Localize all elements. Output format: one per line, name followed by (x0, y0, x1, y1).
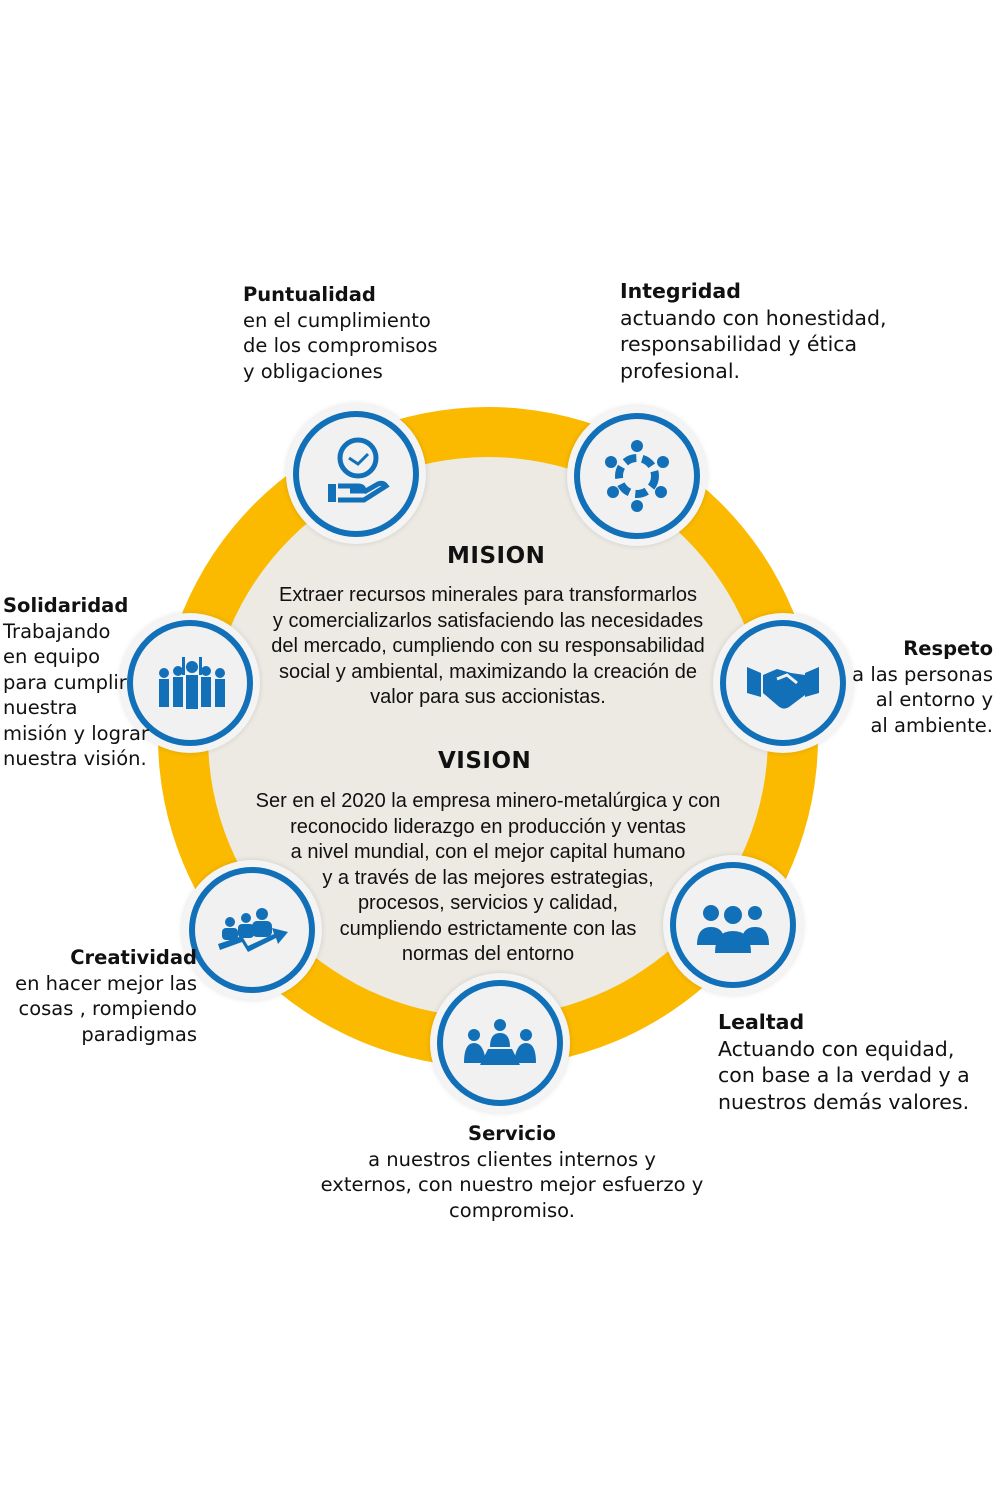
value-line: paradigmas (81, 1022, 197, 1046)
vision-line: cumpliendo estrictamente con las (339, 917, 637, 940)
vision-line: a nivel mundial, con el mejor capital hu… (290, 841, 686, 863)
respeto-label: Respeto a las personas al entorno y al a… (852, 636, 993, 738)
servicio-label: Servicio a nuestros clientes internos y … (262, 1121, 762, 1223)
value-line: al ambiente. (870, 713, 993, 737)
value-title: Creatividad (70, 946, 197, 969)
respeto-badge (713, 613, 853, 753)
three-people-icon (697, 905, 769, 953)
value-line: al entorno y (875, 688, 993, 711)
puntualidad-label: Puntualidad en el cumplimiento de los co… (243, 282, 438, 384)
value-line: nuestra visión. (3, 747, 147, 770)
solidaridad-label: Solidaridad Trabajando en equipo para cu… (3, 593, 149, 772)
servicio-badge (430, 973, 570, 1113)
value-line: nuestra (3, 696, 78, 719)
puntualidad-badge (286, 404, 426, 544)
handshake-icon (747, 667, 819, 709)
value-title: Respeto (903, 637, 993, 660)
value-line: a nuestros clientes internos y (368, 1147, 656, 1171)
value-line: Actuando con equidad, (718, 1036, 955, 1061)
value-line: actuando con honestidad, (620, 305, 887, 330)
solidaridad-badge (120, 613, 260, 753)
mision-title: MISION (447, 543, 546, 569)
team-cheer-icon (159, 657, 225, 709)
mision-line: del mercado, cumpliendo con su responsab… (271, 635, 705, 657)
value-line: nuestros demás valores. (718, 1089, 970, 1114)
mision-line: social y ambiental, maximizando la creac… (279, 660, 697, 683)
value-title: Integridad (620, 279, 741, 303)
vision-line: procesos, servicios y calidad, (357, 892, 619, 914)
value-line: misión y lograr (3, 721, 149, 745)
value-line: y obligaciones (243, 359, 383, 383)
meeting-icon (464, 1019, 536, 1065)
value-line: en hacer mejor las (15, 971, 197, 995)
value-title: Lealtad (718, 1010, 805, 1034)
integridad-label: Integridad actuando con honestidad, resp… (620, 278, 886, 384)
value-line: cosas , rompiendo (18, 997, 198, 1020)
vision-title: VISION (438, 748, 532, 774)
vision-line: normas del entorno (401, 943, 575, 965)
vision-text: Ser en el 2020 la empresa minero-metalúr… (238, 789, 738, 968)
vision-line: Ser en el 2020 la empresa minero-metalúr… (255, 790, 721, 812)
mision-line: Extraer recursos minerales para transfor… (279, 584, 697, 606)
value-line: de los compromisos (243, 334, 438, 357)
value-line: Trabajando (3, 619, 111, 643)
lealtad-badge (663, 855, 803, 995)
value-line: para cumplir (3, 670, 127, 694)
value-title: Puntualidad (243, 283, 376, 306)
value-line: en el cumplimiento (243, 308, 431, 332)
value-line: en equipo (3, 645, 101, 668)
mision-line: valor para sus accionistas. (370, 686, 606, 708)
value-line: a las personas (852, 662, 993, 686)
creatividad-label: Creatividad en hacer mejor las cosas , r… (15, 945, 197, 1047)
mision-line: y comercializarlos satisfaciendo las nec… (272, 609, 704, 632)
lealtad-label: Lealtad Actuando con equidad, con base a… (718, 1009, 970, 1115)
value-line: externos, con nuestro mejor esfuerzo y (320, 1173, 704, 1196)
people-circle-icon (605, 440, 669, 512)
value-line: compromiso. (449, 1198, 575, 1222)
vision-line: reconocido liderazgo en producción y ven… (290, 815, 686, 838)
integridad-badge (567, 406, 707, 546)
value-title: Servicio (468, 1122, 556, 1145)
value-title: Solidaridad (3, 594, 129, 617)
value-line: con base a la verdad y a (718, 1063, 970, 1087)
mision-text: Extraer recursos minerales para transfor… (238, 583, 738, 711)
group-arrow-icon (218, 908, 288, 952)
vision-line: y a través de las mejores estrategias, (322, 866, 654, 889)
value-line: responsabilidad y ética (620, 332, 858, 356)
clock-hand-icon (328, 437, 390, 503)
creatividad-badge (182, 860, 322, 1000)
value-line: profesional. (620, 358, 741, 383)
